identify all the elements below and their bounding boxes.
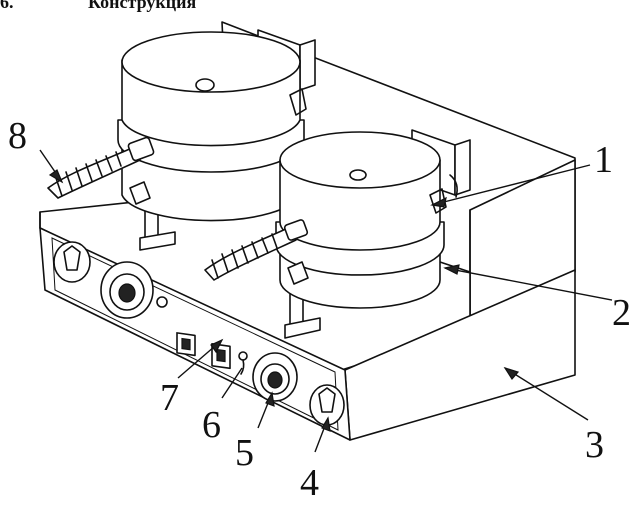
callout-1: 1: [594, 139, 613, 181]
pilot-light-icon: [238, 351, 248, 375]
right-dial-icon: [252, 352, 298, 402]
callout-4: 4: [300, 462, 319, 504]
callout-5: 5: [235, 432, 254, 474]
section-number: 6.: [0, 0, 14, 12]
right-knob-icon: [309, 384, 345, 426]
section-title: Конструкция: [88, 0, 197, 12]
left-knob-icon: [53, 241, 91, 283]
left-dial-icon: [100, 261, 154, 319]
indicator-lamp-icon: [211, 342, 231, 370]
callout-8: 8: [8, 115, 27, 157]
leader-lines: [39, 149, 613, 453]
callout-3: 3: [585, 424, 604, 466]
control-panel: [53, 241, 345, 426]
callout-6: 6: [202, 404, 221, 446]
indicator-icon: [156, 296, 168, 308]
callout-7: 7: [160, 377, 179, 419]
power-switch-icon: [176, 332, 196, 357]
right-handle-icon: [204, 219, 309, 285]
section-heading: 6. Конструкция: [0, 0, 196, 13]
right-waffle-mould: [275, 131, 447, 339]
callout-2: 2: [612, 292, 631, 334]
left-waffle-mould: [117, 31, 307, 251]
left-handle-icon: [47, 136, 155, 205]
